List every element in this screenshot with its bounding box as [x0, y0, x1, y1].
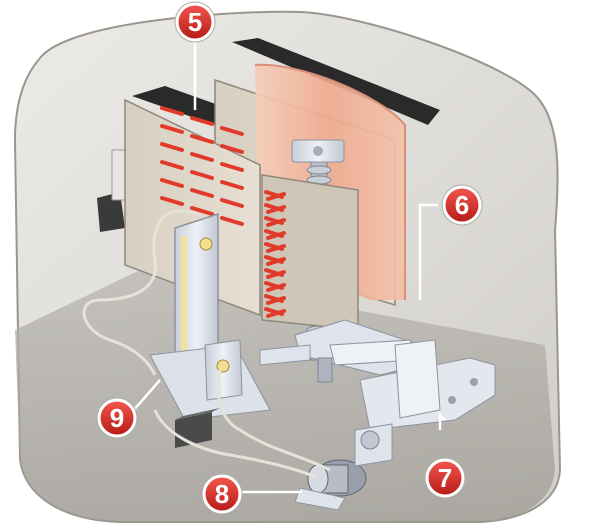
spring-coil [306, 165, 332, 175]
power-wire-3 [153, 409, 319, 480]
callout-9: 9 [96, 397, 138, 439]
callout-disc [428, 461, 462, 495]
heating-wire-segment [220, 198, 244, 208]
heating-wire-segment [160, 196, 184, 206]
heating-wire-segment [266, 244, 286, 253]
spring-screw [313, 146, 323, 156]
heating-wire-segment [190, 206, 214, 216]
heating-wire-segment [220, 162, 244, 172]
latch-vertical [394, 339, 441, 419]
heating-wire-segment [266, 283, 286, 292]
heating-wire-segment [160, 124, 184, 134]
heating-wire-segment [160, 178, 184, 188]
latch-hole-2 [448, 396, 456, 404]
callout-leaders [131, 35, 446, 494]
heating-wire-segment [266, 192, 286, 201]
heating-wire-segment [190, 134, 214, 144]
callout-number: 9 [110, 403, 124, 433]
bimetal-yellow-layer [181, 236, 187, 386]
side-lever [97, 192, 125, 232]
heating-wire-segment [220, 126, 244, 136]
carriage-bar [259, 344, 311, 366]
callout-7: 7 [424, 457, 466, 499]
heating-wire-segment [266, 231, 286, 240]
heating-wire-segment [266, 257, 286, 266]
callout-8: 8 [201, 473, 243, 515]
heating-wire-segment [266, 296, 286, 305]
connector-top [175, 408, 220, 420]
heating-wire-segment [220, 180, 244, 190]
lever-slot [111, 149, 127, 201]
contact-point [216, 359, 230, 373]
callout-5: 5 [174, 1, 216, 43]
heating-wire-segment [190, 116, 214, 126]
heating-wire-segment [266, 218, 286, 227]
callout-disc [205, 477, 239, 511]
callout-disc [178, 5, 212, 39]
heating-wire-segment [190, 188, 214, 198]
heating-wire-segment [266, 270, 286, 279]
heating-wire-segment [190, 170, 214, 180]
callout-number: 6 [455, 190, 469, 220]
power-wire-2 [216, 369, 331, 472]
heating-wire-segment [190, 152, 214, 162]
callout-6: 6 [441, 184, 483, 226]
callout-disc [100, 401, 134, 435]
callouts: 5 6 7 8 9 [96, 1, 483, 515]
heating-wire-segment [160, 142, 184, 152]
heating-wire-segment [220, 144, 244, 154]
heating-wire-segment [160, 160, 184, 170]
heating-wire-segment [160, 106, 184, 116]
callout-number: 5 [188, 7, 202, 37]
latch-hole [470, 378, 478, 386]
switch-block [354, 423, 393, 467]
callout-number: 7 [438, 463, 452, 493]
callout-number: 8 [215, 479, 229, 509]
heating-wires [160, 106, 286, 318]
power-wire-1 [82, 209, 201, 376]
callout-disc [445, 188, 479, 222]
carriage-post [317, 357, 333, 383]
heating-wire-segment [266, 309, 286, 318]
solenoid-bracket [294, 487, 346, 511]
toast-outline [254, 63, 406, 300]
bimetal-contact [199, 237, 213, 251]
heating-wire-segment [220, 216, 244, 226]
base-plate [15, 270, 555, 522]
heating-wire-segment [266, 205, 286, 214]
